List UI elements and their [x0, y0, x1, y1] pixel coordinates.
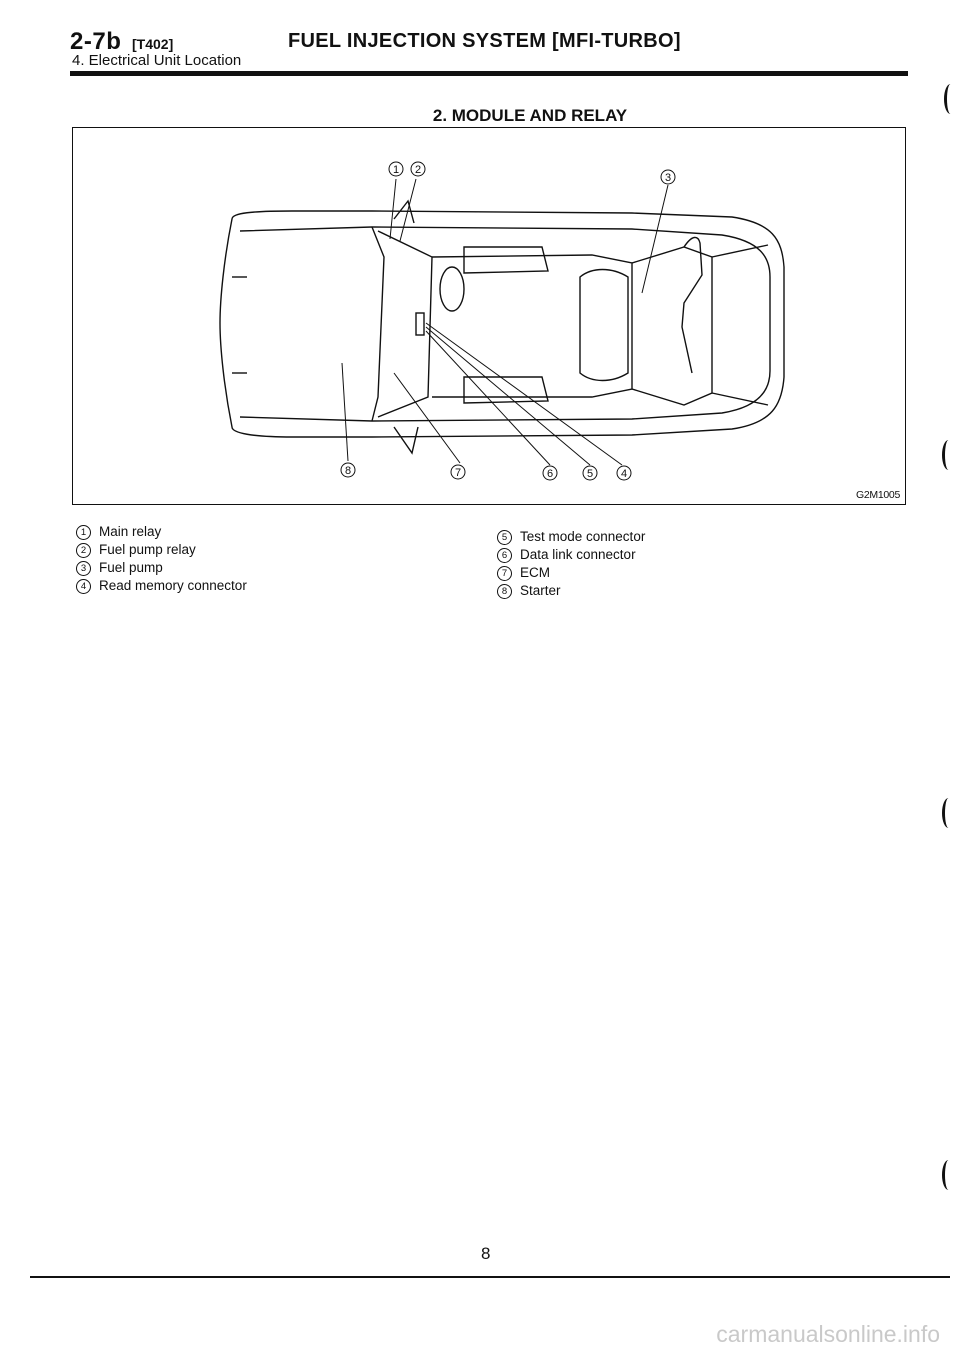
legend-number: 8 [497, 583, 512, 599]
car-top-view-figure: 1 2 3 4 5 6 7 8 [219, 161, 785, 481]
legend-item-test-mode-connector: 5 Test mode connector [497, 528, 645, 546]
legend-number: 2 [76, 542, 91, 558]
callout-leader-lines [341, 178, 669, 466]
svg-text:3: 3 [665, 172, 671, 184]
callout-7: 7 [450, 464, 466, 480]
margin-bracket [942, 798, 955, 828]
callout-4: 4 [616, 465, 632, 481]
legend-number: 5 [497, 529, 512, 545]
section-heading: 2. MODULE AND RELAY [432, 106, 628, 125]
legend-item-ecm: 7 ECM [497, 564, 645, 582]
figure-code: G2M1005 [856, 489, 901, 501]
legend-number: 4 [76, 578, 91, 594]
section-number: 2-7b [70, 28, 122, 55]
legend-label: Fuel pump [99, 560, 163, 575]
svg-text:8: 8 [345, 465, 351, 477]
legend-right: 5 Test mode connector 6 Data link connec… [497, 528, 645, 600]
callout-markers: 1 2 3 4 5 6 7 8 [340, 161, 676, 481]
svg-text:5: 5 [587, 468, 593, 480]
legend-number: 1 [76, 524, 91, 540]
legend-label: Read memory connector [99, 578, 247, 593]
page-number: 8 [481, 1244, 491, 1263]
footer-rule [30, 1276, 950, 1278]
callout-3: 3 [660, 169, 676, 185]
section-code: [T402] [132, 36, 174, 52]
svg-text:1: 1 [393, 164, 399, 176]
margin-bracket [944, 84, 957, 114]
legend-item-starter: 8 Starter [497, 582, 645, 600]
figure-frame [72, 127, 906, 505]
subsection-title: 4. Electrical Unit Location [72, 52, 242, 69]
margin-bracket [942, 1160, 955, 1190]
legend-item-data-link-connector: 6 Data link connector [497, 546, 645, 564]
legend-item-fuel-pump: 3 Fuel pump [76, 559, 247, 577]
svg-text:6: 6 [547, 468, 553, 480]
legend-label: Fuel pump relay [99, 542, 196, 557]
legend-label: Starter [520, 583, 561, 598]
svg-text:2: 2 [415, 164, 421, 176]
callout-6: 6 [542, 465, 558, 481]
legend-item-fuel-pump-relay: 2 Fuel pump relay [76, 541, 247, 559]
legend-item-read-memory-connector: 4 Read memory connector [76, 577, 247, 595]
legend-label: Main relay [99, 524, 162, 539]
margin-bracket [942, 440, 955, 470]
callout-5: 5 [582, 465, 598, 481]
legend-item-main-relay: 1 Main relay [76, 523, 247, 541]
legend-label: ECM [520, 565, 550, 580]
watermark-text: carmanualsonline.info [716, 1321, 940, 1347]
legend-number: 3 [76, 560, 91, 576]
document-title: FUEL INJECTION SYSTEM [MFI-TURBO] [288, 30, 681, 52]
callout-1: 1 [388, 161, 404, 177]
header-rule [70, 71, 908, 76]
legend-label: Test mode connector [520, 529, 646, 544]
legend-left: 1 Main relay 2 Fuel pump relay 3 Fuel pu… [76, 523, 247, 595]
svg-text:7: 7 [455, 467, 461, 479]
callout-2: 2 [410, 161, 426, 177]
car-outline [219, 199, 785, 455]
legend-number: 6 [497, 547, 512, 563]
callout-8: 8 [340, 462, 356, 478]
legend-label: Data link connector [520, 547, 636, 562]
legend-number: 7 [497, 565, 512, 581]
svg-text:4: 4 [621, 468, 627, 480]
